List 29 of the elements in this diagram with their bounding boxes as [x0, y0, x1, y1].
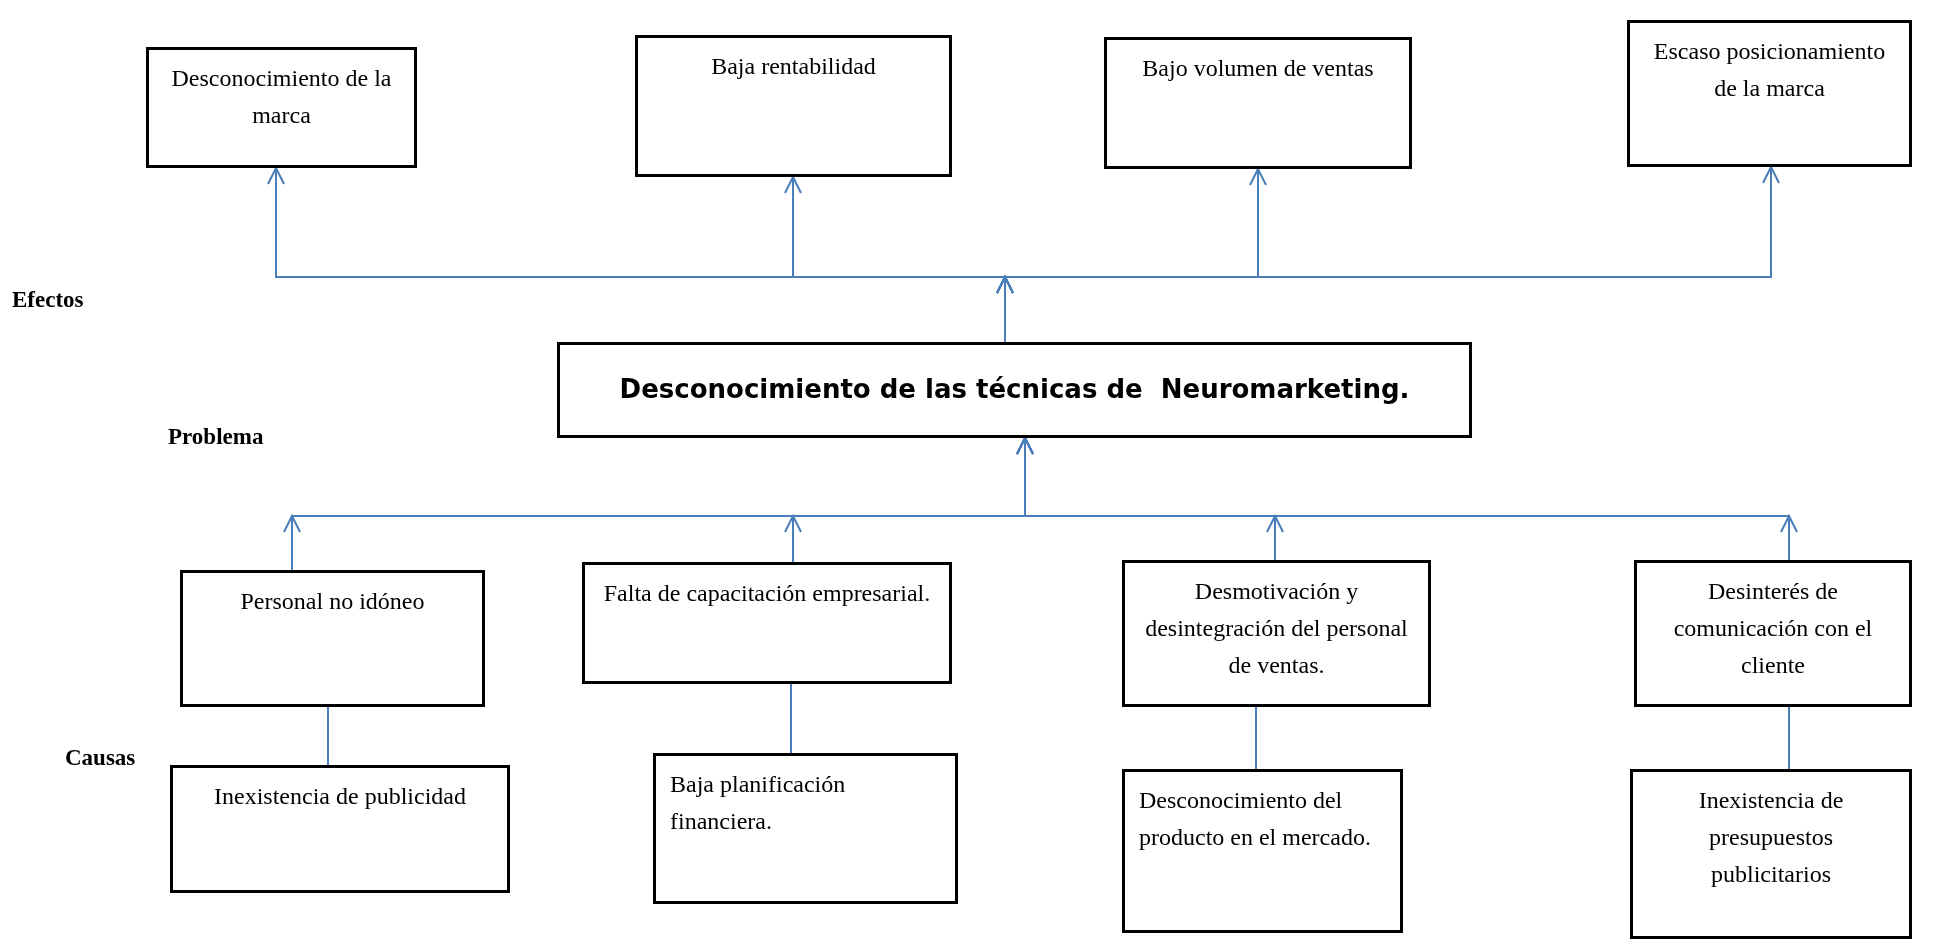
text-box	[1122, 560, 1431, 707]
box-text: Desinterés de comunicación con el cliente	[1672, 577, 1874, 681]
box-text: Falta de capacitación empresarial.	[603, 579, 931, 608]
text-box	[146, 47, 417, 168]
box-text: Desconocimiento del producto en el mercado.	[1139, 786, 1372, 853]
text-box	[582, 562, 952, 684]
box-text: Desconocimiento de la marca	[170, 64, 393, 131]
problem-box	[557, 342, 1472, 438]
text-box	[1634, 560, 1912, 707]
text-box	[1627, 20, 1912, 167]
text-box	[180, 570, 485, 707]
box-text: Inexistencia de publicidad	[214, 782, 466, 811]
box-text: Desconocimiento de las técnicas de Neuromarketing.	[619, 373, 1410, 407]
text-box	[1104, 37, 1412, 169]
box-text: Baja planificación financiera.	[670, 770, 847, 837]
box-text: Escaso posicionamiento de la marca	[1652, 37, 1887, 104]
section-label: Problema	[168, 424, 264, 450]
box-text: Inexistencia de presupuestos publicitarios	[1697, 786, 1845, 890]
box-text: Desmotivación y desintegración del personal de ventas.	[1144, 577, 1409, 681]
box-text: Baja rentabilidad	[711, 52, 876, 81]
text-box	[635, 35, 952, 177]
text-box	[1630, 769, 1912, 939]
text-box	[1122, 769, 1403, 933]
text-box	[653, 753, 958, 904]
box-text: Bajo volumen de ventas	[1142, 54, 1374, 83]
section-label: Causas	[65, 745, 136, 771]
box-text: Personal no idóneo	[240, 587, 425, 616]
section-label: Efectos	[12, 287, 84, 313]
text-box	[170, 765, 510, 893]
